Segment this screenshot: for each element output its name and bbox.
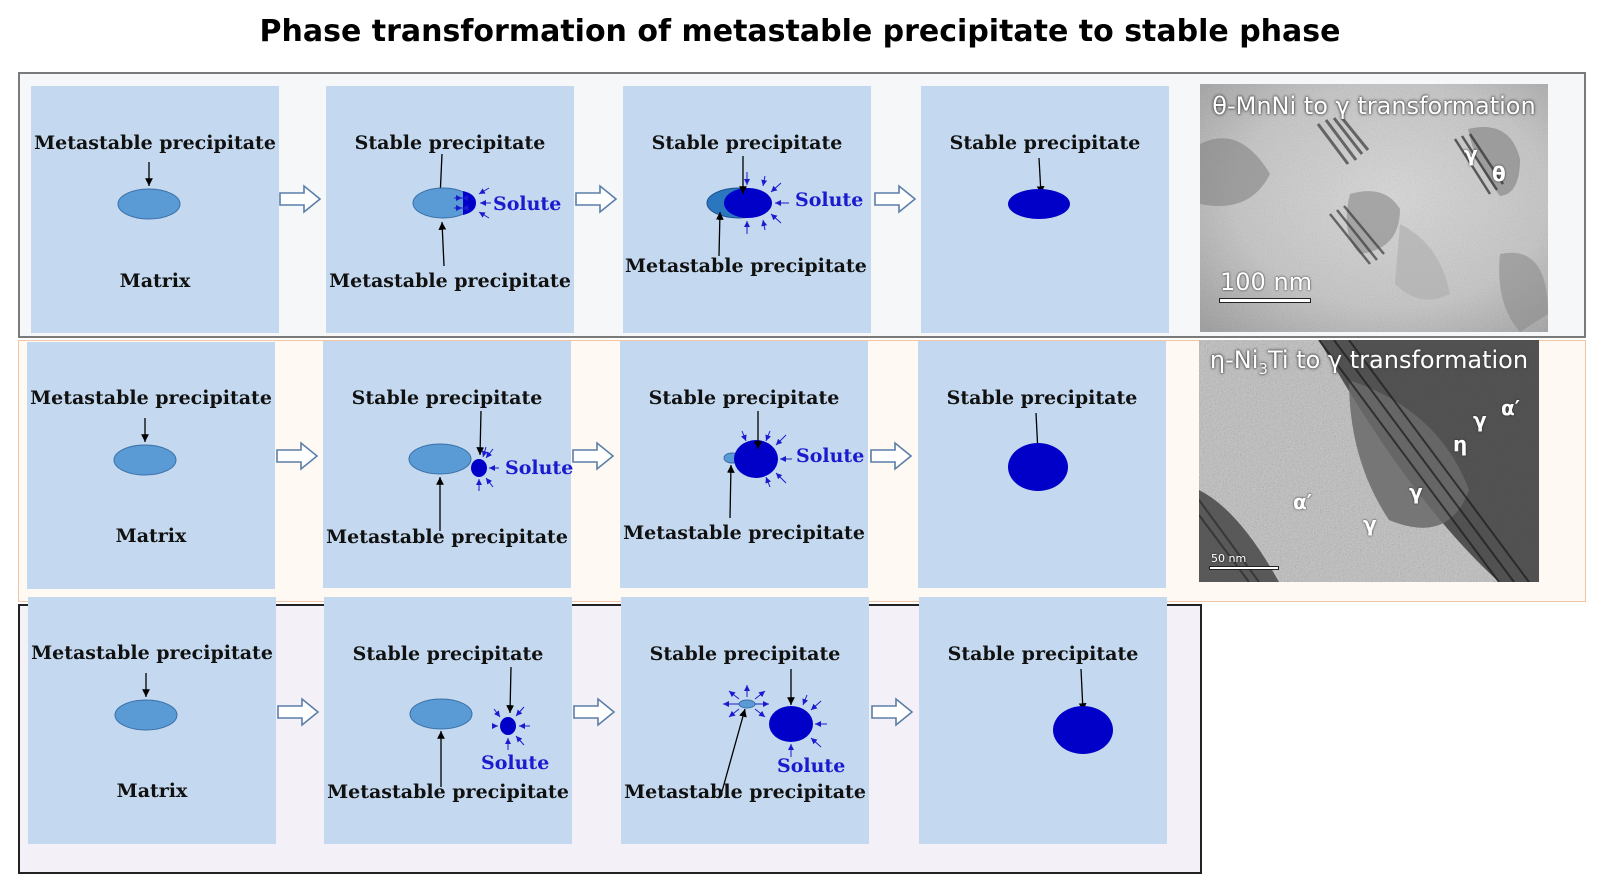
phase-label: γ [1409,480,1423,504]
stable-precipitate [471,459,487,477]
stage-4-drawing [1053,668,1113,754]
panel-stage-4: Stable precipitate [918,341,1166,588]
process-arrow-icon [277,697,320,727]
metastable-label: Metastable precipitate [624,781,866,803]
solute-label: Solute [505,457,574,479]
stable-precipitate [500,717,516,735]
stage-2-drawing [412,153,491,267]
phase-label: γ [1363,512,1377,536]
panel-stage-3: Stable precipitate Sol [621,597,869,844]
process-arrow-icon [870,441,913,471]
stable-precipitate [1008,189,1070,219]
panel-stage-2: Stable precipitate Solute Metastable pre… [324,597,572,844]
metastable-label: Metastable precipitate [327,781,569,803]
metastable-label: Metastable precipitate [30,387,272,409]
phase-label: η [1453,432,1468,456]
stable-precipitate [463,191,476,215]
page-title: Phase transformation of metastable preci… [259,14,1341,49]
scale-bar-label: 50 nm [1211,552,1247,565]
metastable-precipitate [113,444,177,476]
panel-stage-4: Stable precipitate [921,86,1169,333]
metastable-precipitate [409,698,473,730]
stable-label: Stable precipitate [947,643,1139,665]
stable-label: Stable precipitate [354,132,546,154]
panel-stage-3: Stable precipitate Solute Metastable pre… [620,341,868,588]
scale-bar-label: 100 nm [1220,268,1313,296]
phase-label: γ [1464,142,1478,166]
stage-3-drawing [720,669,827,796]
metastable-label: Metastable precipitate [625,255,867,277]
metastable-label: Metastable precipitate [31,642,273,664]
metastable-precipitate [114,699,178,731]
panel-stage-3: Stable precipitate Solute Metastable pre… [623,86,871,333]
panel-stage-4: Stable precipitate [919,597,1167,844]
row-eta-ni3ti: Metastable precipitate Matrix Stable pre… [18,340,1586,602]
stable-label: Stable precipitate [651,132,843,154]
process-arrow-icon [572,441,615,471]
stable-label: Stable precipitate [946,387,1138,409]
tem-title-1: θ-MnNi to γ transformation [1212,92,1536,120]
stage-4-drawing [1008,412,1068,491]
stage-1-drawing [117,162,181,220]
metastable-precipitate [738,699,756,709]
tem-micrograph-1 [1200,84,1548,332]
stage-1-drawing [114,673,178,731]
row-theta-mnni: Metastable precipitate Matrix Stable pre… [18,72,1586,338]
process-arrow-icon [575,184,618,214]
stage-1-drawing [113,418,177,476]
phase-label: α′ [1501,396,1521,420]
row-third-mechanism: Metastable precipitate Matrix Stable pre… [18,597,1202,874]
scale-bar [1219,298,1311,303]
stable-precipitate [724,188,772,218]
phase-label: θ [1492,162,1506,186]
solute-label: Solute [796,445,865,467]
panel-stage-1: Metastable precipitate Matrix [28,597,276,844]
stable-label: Stable precipitate [351,387,543,409]
metastable-precipitate [117,188,181,220]
panel-stage-2: Stable precipitate Solute Metastable pre… [323,341,574,588]
phase-label: α′ [1293,490,1313,514]
metastable-label: Metastable precipitate [623,522,865,544]
stable-label: Stable precipitate [649,643,841,665]
tem-title-2: η-Ni3Ti to γ transformation [1209,346,1529,378]
solute-label: Solute [777,755,846,777]
solute-label: Solute [481,752,550,774]
solute-label: Solute [795,189,864,211]
process-arrow-icon [279,184,322,214]
phase-label: γ [1473,408,1487,432]
stable-precipitate [1008,443,1068,491]
tem-micrograph-2 [1199,340,1539,582]
stage-3-drawing [723,411,792,519]
process-arrow-icon [871,697,914,727]
process-arrow-icon [874,184,917,214]
stage-4-drawing [1008,157,1070,219]
stable-precipitate [769,706,813,742]
metastable-label: Metastable precipitate [329,270,571,292]
metastable-label: Metastable precipitate [34,132,276,154]
process-arrow-icon [573,697,616,727]
metastable-label: Metastable precipitate [326,526,568,548]
matrix-label: Matrix [119,270,191,292]
scale-bar [1209,566,1279,570]
tem-image-theta-mnni: θ-MnNi to γ transformation γ θ 100 nm [1200,84,1548,332]
stable-label: Stable precipitate [352,643,544,665]
process-arrow-icon [276,441,319,471]
panel-stage-2: Stable precipitate Solute Metastable pre… [326,86,574,333]
stage-2-drawing [409,666,530,787]
panel-stage-1: Metastable precipitate Matrix [31,86,279,333]
panel-stage-1: Metastable precipitate Matrix [27,342,275,589]
matrix-label: Matrix [115,525,187,547]
stage-2-drawing [408,410,499,531]
stable-label: Stable precipitate [949,132,1141,154]
stable-label: Stable precipitate [648,387,840,409]
stage-3-drawing [706,156,789,257]
solute-label: Solute [493,193,562,215]
metastable-precipitate [408,443,472,475]
matrix-label: Matrix [116,780,188,802]
stable-precipitate [1053,706,1113,754]
stable-precipitate [734,440,778,478]
tem-image-eta-ni3ti: η-Ni3Ti to γ transformation γ α′ η γ α′ … [1199,340,1539,582]
